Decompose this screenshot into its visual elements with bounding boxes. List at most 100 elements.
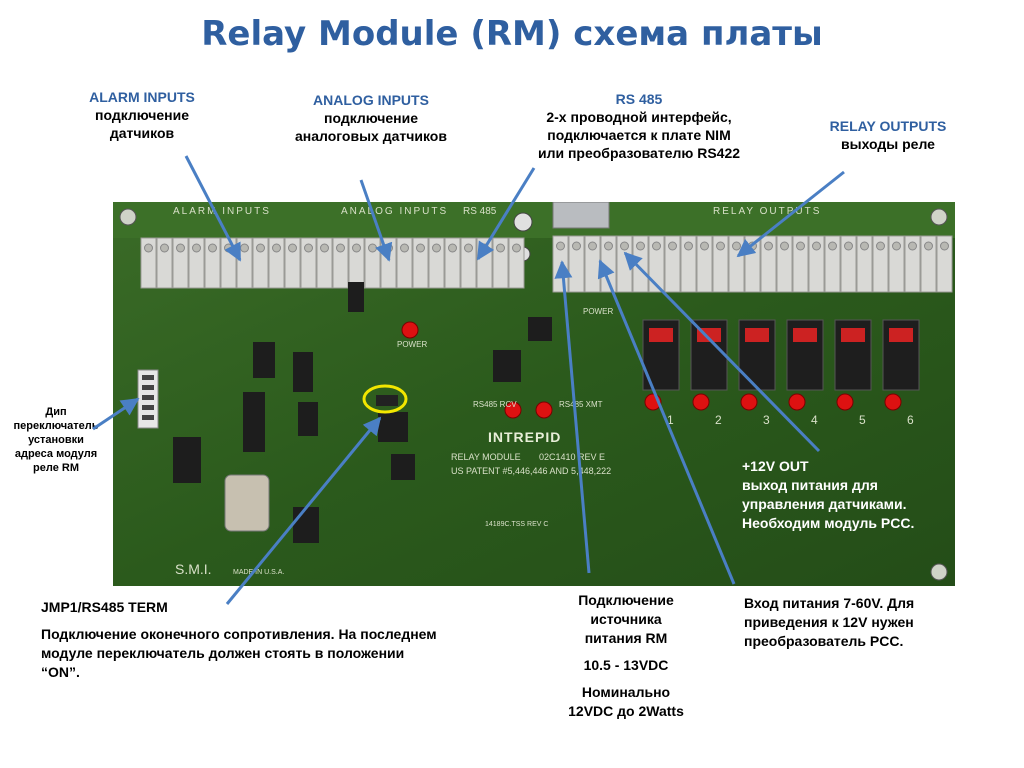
note-power-line1: Подключение источника питания RM [578, 592, 674, 646]
label-relay-outputs-head: RELAY OUTPUTS [829, 118, 947, 134]
terminal [172, 237, 189, 289]
terminal-screw-icon [780, 241, 789, 251]
terminal-screw-icon [572, 241, 581, 251]
terminal-screw-icon [892, 241, 901, 251]
terminal-screw-icon [224, 243, 233, 253]
silk-board-no: 14189C.TSS REV C [485, 521, 548, 528]
terminal-screw-icon [668, 241, 677, 251]
silk-rs485-xmt: RS485 XMT [559, 400, 603, 409]
terminal [904, 235, 921, 293]
silk-power: POWER [397, 340, 427, 349]
relay-number: 5 [859, 413, 866, 427]
terminal [252, 237, 269, 289]
terminal-screw-icon [272, 243, 281, 253]
terminal-screw-icon [320, 243, 329, 253]
silk-module: RELAY MODULE [451, 452, 521, 462]
note-power-line3: Номинально 12VDC до 2Watts [568, 684, 684, 719]
terminal [156, 237, 173, 289]
terminal-screw-icon [304, 243, 313, 253]
terminal-block-inputs [140, 237, 525, 289]
terminal-screw-icon [940, 241, 949, 251]
note-jmp1: JMP1/RS485 TERM Подключение оконечного с… [41, 598, 531, 682]
terminal-screw-icon [588, 241, 597, 251]
relay-label [649, 328, 673, 342]
page-title: Relay Module (RM) схема платы [201, 14, 823, 54]
label-relay-outputs: RELAY OUTPUTS выходы реле [806, 117, 970, 153]
silk-alarm-inputs: ALARM INPUTS [173, 206, 271, 217]
label-alarm-inputs: ALARM INPUTS подключение датчиков [62, 88, 222, 142]
relay-led-icon [692, 393, 710, 411]
relay-number: 1 [667, 413, 674, 427]
dip-switch-levers [142, 375, 154, 420]
terminal-screw-icon [924, 241, 933, 251]
relay-led-icon [740, 393, 758, 411]
terminal-screw-icon [368, 243, 377, 253]
mount-hole-icon [930, 208, 948, 226]
terminal [332, 237, 349, 289]
terminal-screw-icon [192, 243, 201, 253]
label-12v-out-text: +12V OUT выход питания для управления да… [742, 458, 915, 531]
label-12v-out: +12V OUT выход питания для управления да… [742, 457, 914, 533]
terminal [856, 235, 873, 293]
terminal-screw-icon [512, 243, 521, 253]
terminal-screw-icon [700, 241, 709, 251]
label-rs485: RS 485 2-х проводной интерфейс, подключа… [508, 90, 770, 162]
rs485-xmt-led-icon [535, 401, 553, 419]
relay-led-icon [644, 393, 662, 411]
terminal-screw-icon [620, 241, 629, 251]
terminal-screw-icon [796, 241, 805, 251]
terminal-screw-icon [732, 241, 741, 251]
terminal [460, 237, 477, 289]
relay-label [793, 328, 817, 342]
terminal-screw-icon [208, 243, 217, 253]
mount-hole-icon [513, 212, 533, 232]
terminal [284, 237, 301, 289]
label-analog-inputs: ANALOG INPUTS подключение аналоговых дат… [268, 91, 474, 145]
terminal-screw-icon [604, 241, 613, 251]
relay-led-icon [836, 393, 854, 411]
terminal-screw-icon [652, 241, 661, 251]
silk-made-in: MADE IN U.S.A. [233, 569, 284, 576]
label-alarm-inputs-body: подключение датчиков [95, 107, 189, 141]
terminal-screw-icon [812, 241, 821, 251]
label-rs485-head: RS 485 [615, 91, 663, 107]
terminal-screw-icon [480, 243, 489, 253]
relay-number: 3 [763, 413, 770, 427]
label-dip-switch-body: Дип переключатель установки адреса модул… [13, 406, 99, 474]
label-dip-switch: Дип переключатель установки адреса модул… [4, 405, 108, 475]
mount-hole-icon [119, 208, 137, 226]
label-relay-outputs-body: выходы реле [841, 136, 935, 152]
silk-relay-outputs: RELAY OUTPUTS [713, 206, 821, 217]
terminal-screw-icon [844, 241, 853, 251]
terminal-screw-icon [876, 241, 885, 251]
terminal-screw-icon [400, 243, 409, 253]
terminal-screw-icon [448, 243, 457, 253]
relay-number: 4 [811, 413, 818, 427]
silk-part: 02C1410 REV E [539, 452, 605, 462]
relay-led-icon [884, 393, 902, 411]
power-led-icon [401, 321, 419, 339]
terminal [428, 237, 445, 289]
relay-label [841, 328, 865, 342]
relay-label [745, 328, 769, 342]
terminal-screw-icon [908, 241, 917, 251]
jmp1-jumper [376, 395, 398, 406]
label-alarm-inputs-head: ALARM INPUTS [89, 89, 195, 105]
terminal-screw-icon [828, 241, 837, 251]
silk-rs485-rcv: RS485 RCV [473, 400, 517, 409]
terminal [936, 235, 953, 293]
silk-smi: S.M.I. [175, 561, 212, 577]
terminal [412, 237, 429, 289]
rs485-connector [552, 202, 610, 229]
note-jmp1-body: Подключение оконечного сопротивления. На… [41, 626, 437, 680]
note-jmp1-head: JMP1/RS485 TERM [41, 599, 168, 615]
terminal-screw-icon [636, 241, 645, 251]
relay-label [889, 328, 913, 342]
terminal-screw-icon [144, 243, 153, 253]
terminal [316, 237, 333, 289]
terminal-block-relay-outputs [552, 235, 953, 293]
mount-hole-icon [930, 563, 948, 581]
terminal-screw-icon [764, 241, 773, 251]
note-power-input: Подключение источника питания RM 10.5 - … [552, 591, 700, 721]
terminal-screw-icon [860, 241, 869, 251]
